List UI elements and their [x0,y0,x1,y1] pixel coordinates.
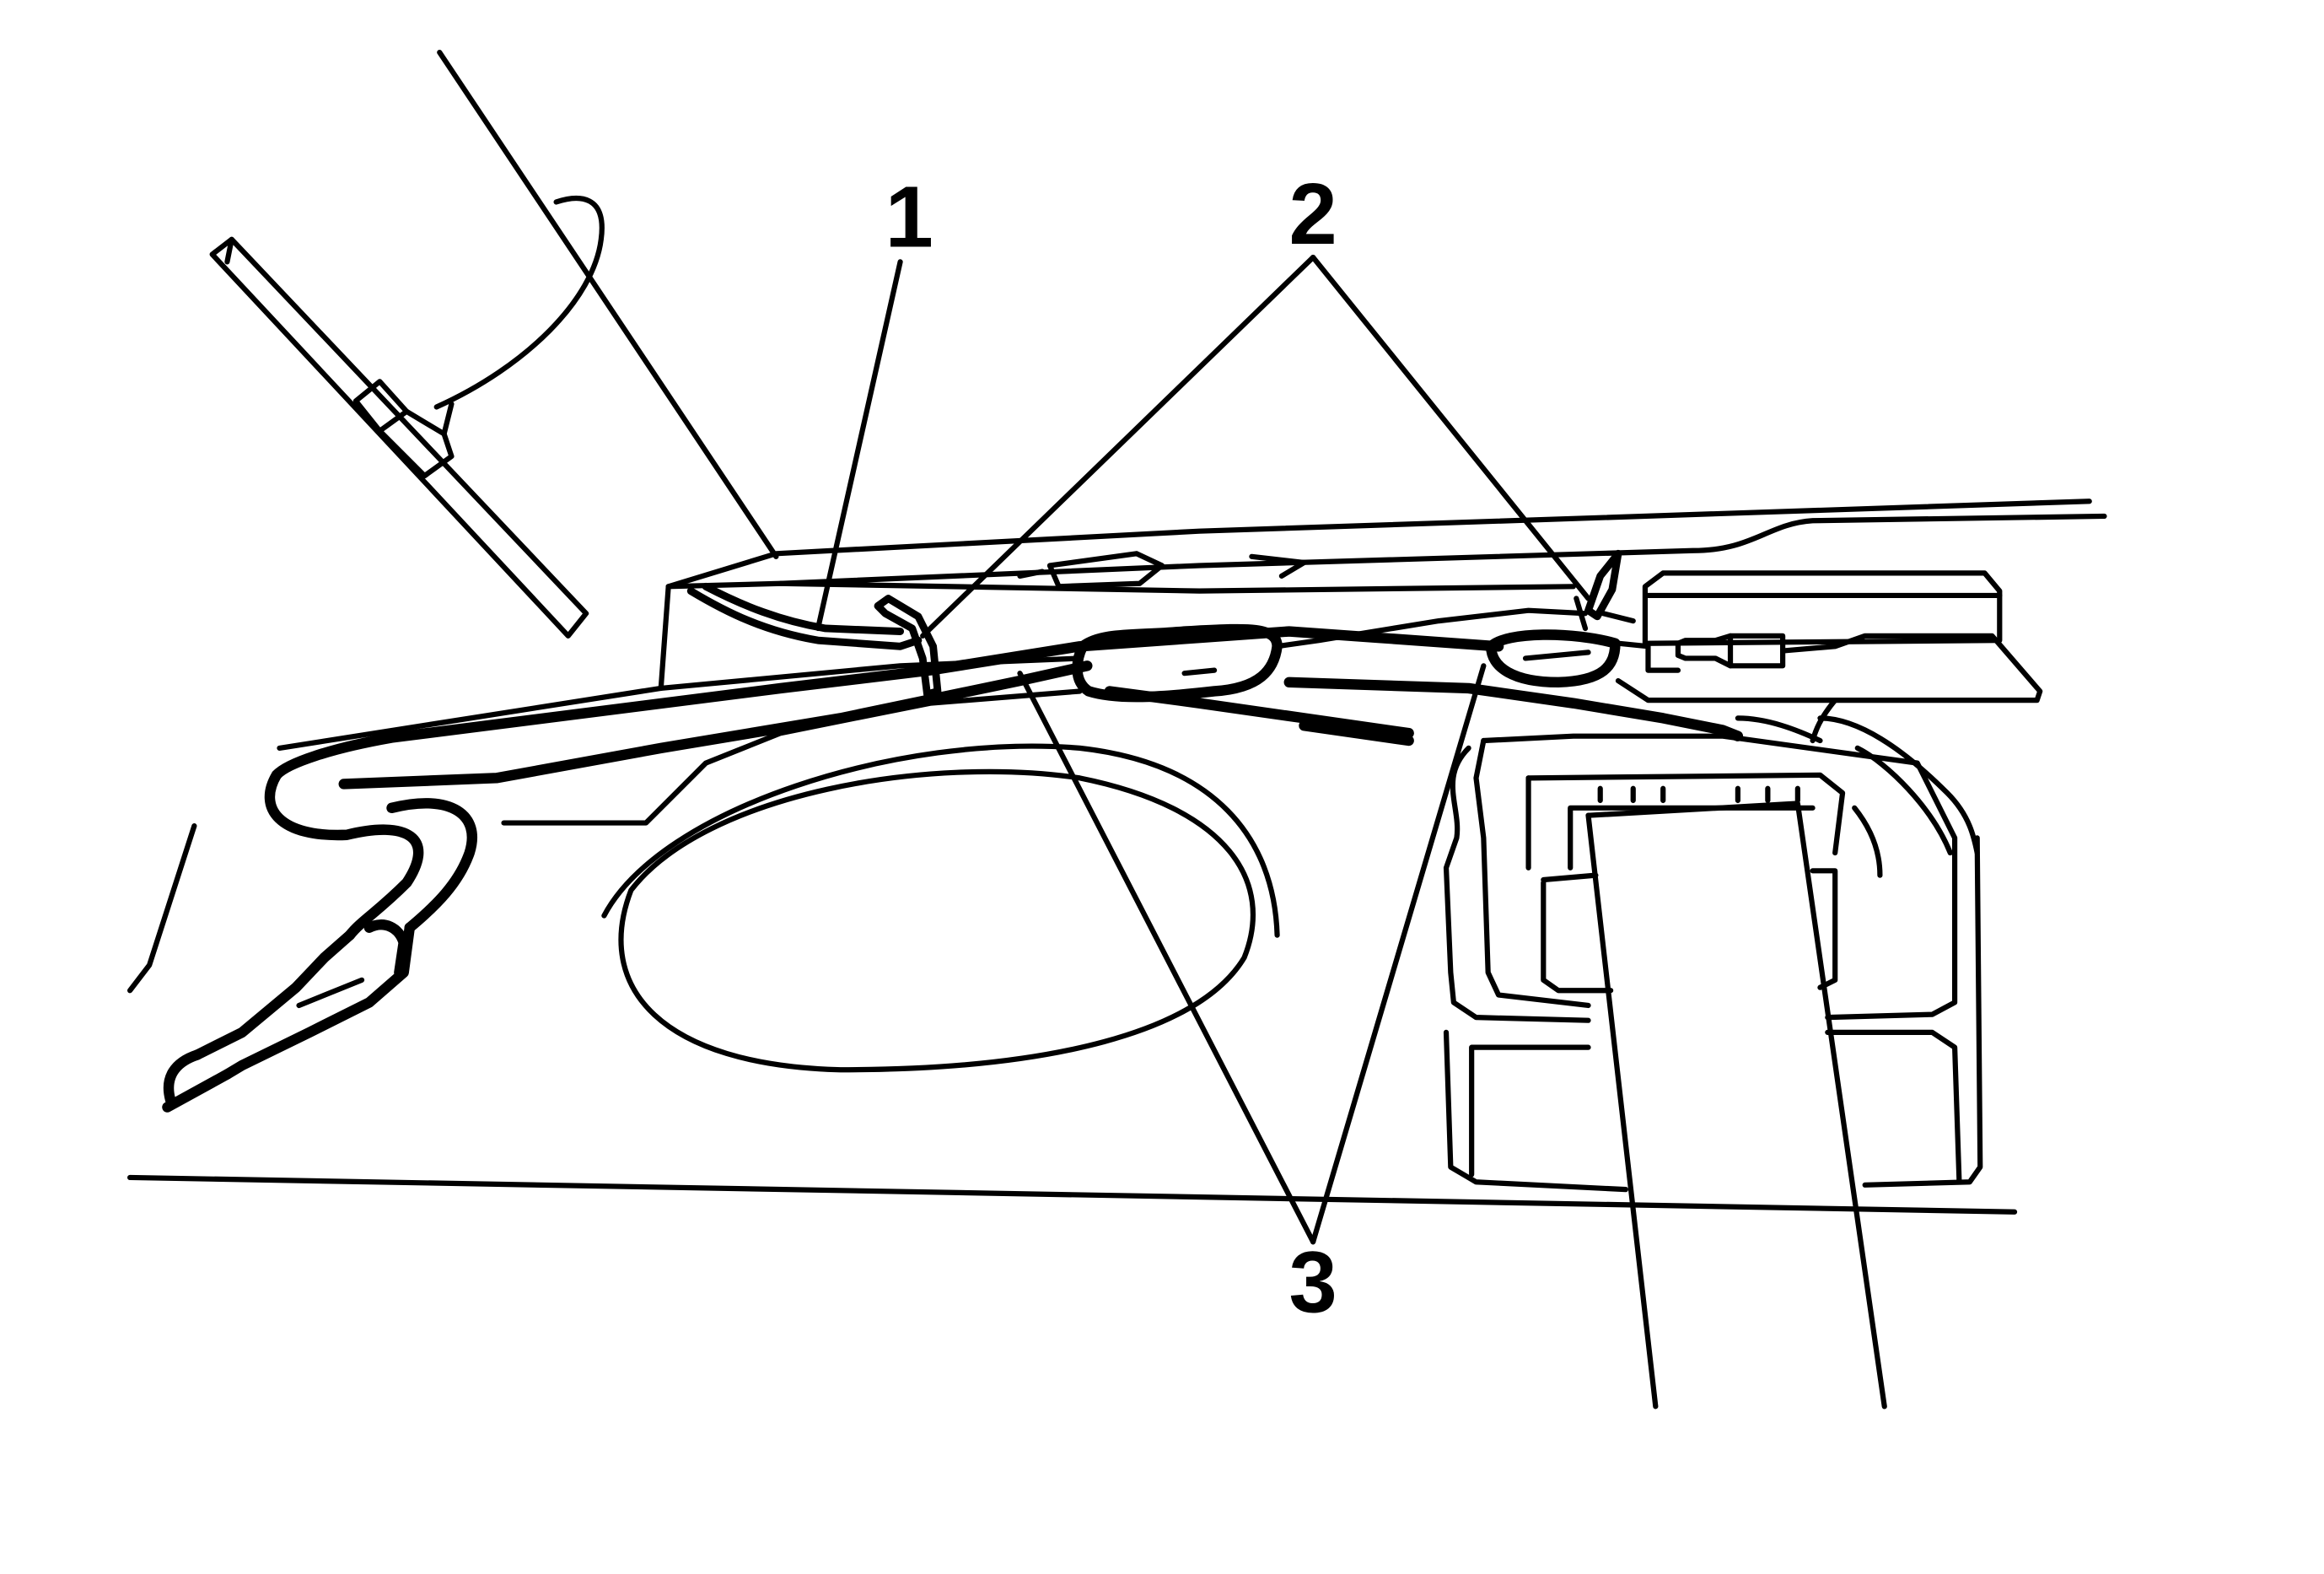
retaining-clip-right [1574,549,1636,632]
strap [1585,800,1887,1410]
callout-2: 2 [1289,165,1337,262]
radio-module [1615,570,2043,703]
wiring-harness [162,607,1744,1113]
antenna-element [209,195,605,639]
callout-3: 3 [1289,1234,1337,1331]
center-stack-bezel [1443,698,1983,1193]
instrument-panel-top [658,499,2107,692]
dash-lower-edge [126,1174,2018,1215]
windshield-pillar [437,49,779,559]
callout-1: 1 [885,169,933,266]
cluster-opening [601,743,1280,1073]
leader-lines [815,254,1591,1245]
retaining-clip-left [874,595,942,698]
